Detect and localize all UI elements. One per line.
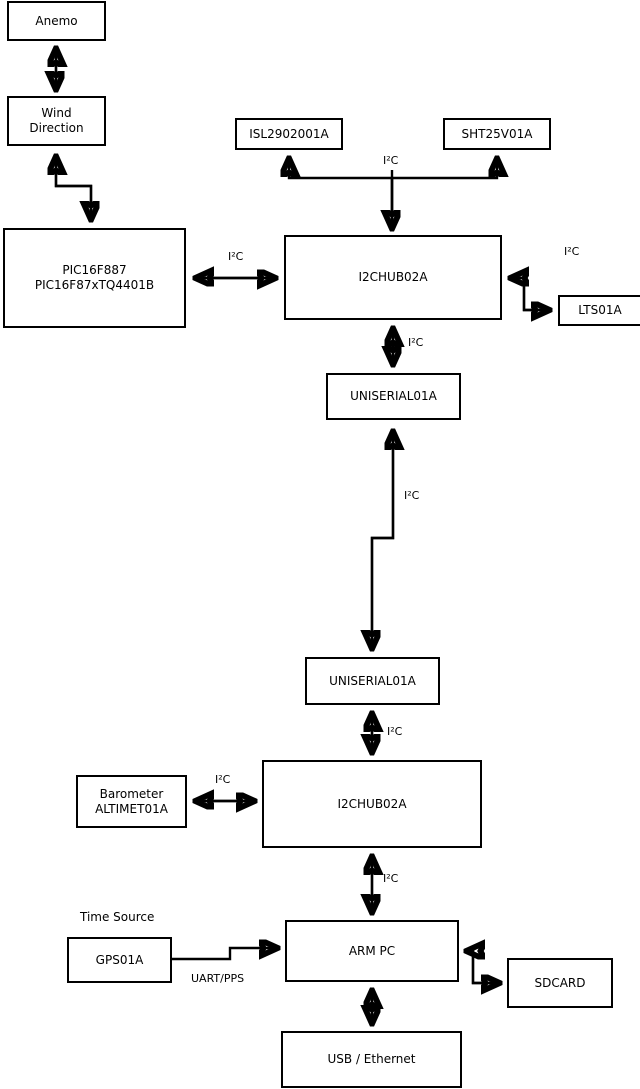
edge-label-uniserial-uniserial: I²C	[404, 489, 420, 502]
node-uniserial01a-top[interactable]: UNISERIAL01A	[326, 373, 461, 420]
node-isl2902001a[interactable]: ISL2902001A	[235, 118, 343, 150]
wire-uniserial-bot-top	[370, 432, 393, 648]
edge-label-hub-armpc: I²C	[383, 872, 399, 885]
wire-hub-isl	[289, 159, 394, 226]
wire-hub-lts	[511, 276, 549, 310]
edge-label-uniserial-hub-bottom: I²C	[387, 725, 403, 738]
wire-hub-sht	[390, 159, 497, 226]
node-anemo[interactable]: Anemo	[7, 1, 106, 41]
wire-lts-hub	[511, 278, 551, 312]
edge-label-hub-uniserial-top: I²C	[408, 336, 424, 349]
node-sht25v01a[interactable]: SHT25V01A	[443, 118, 551, 150]
node-uniserial01a-bottom[interactable]: UNISERIAL01A	[305, 657, 440, 705]
edge-label-gps-armpc: UART/PPS	[191, 972, 245, 985]
node-i2chub02a-bottom[interactable]: I2CHUB02A	[262, 760, 482, 848]
wire-winddir-pic	[54, 157, 91, 219]
node-sdcard[interactable]: SDCARD	[507, 958, 613, 1008]
wire-gps-armpc	[172, 948, 277, 959]
node-i2chub02a-top[interactable]: I2CHUB02A	[284, 235, 502, 320]
edge-label-barometer-hub: I²C	[215, 773, 231, 786]
node-arm-pc[interactable]: ARM PC	[285, 920, 459, 982]
wire-pic-winddir	[56, 157, 93, 210]
edge-label-pic-hub: I²C	[228, 250, 244, 263]
node-wind-direction[interactable]: Wind Direction	[7, 96, 106, 146]
node-gps01a[interactable]: GPS01A	[67, 937, 172, 983]
node-lts01a[interactable]: LTS01A	[558, 295, 640, 326]
node-usb-ethernet[interactable]: USB / Ethernet	[281, 1031, 462, 1088]
node-pic16f887[interactable]: PIC16F887 PIC16F87xTQ4401B	[3, 228, 186, 328]
edge-label-hub-lts: I²C	[564, 245, 580, 258]
wire-sdcard-armpc	[467, 951, 500, 985]
wire-uniserial-top-bot	[372, 432, 395, 648]
wire-armpc-sdcard	[467, 949, 499, 983]
edge-label-hub-sensors: I²C	[383, 154, 399, 167]
label-time-source: Time Source	[80, 910, 155, 924]
node-barometer-altimet01a[interactable]: Barometer ALTIMET01A	[76, 775, 187, 828]
